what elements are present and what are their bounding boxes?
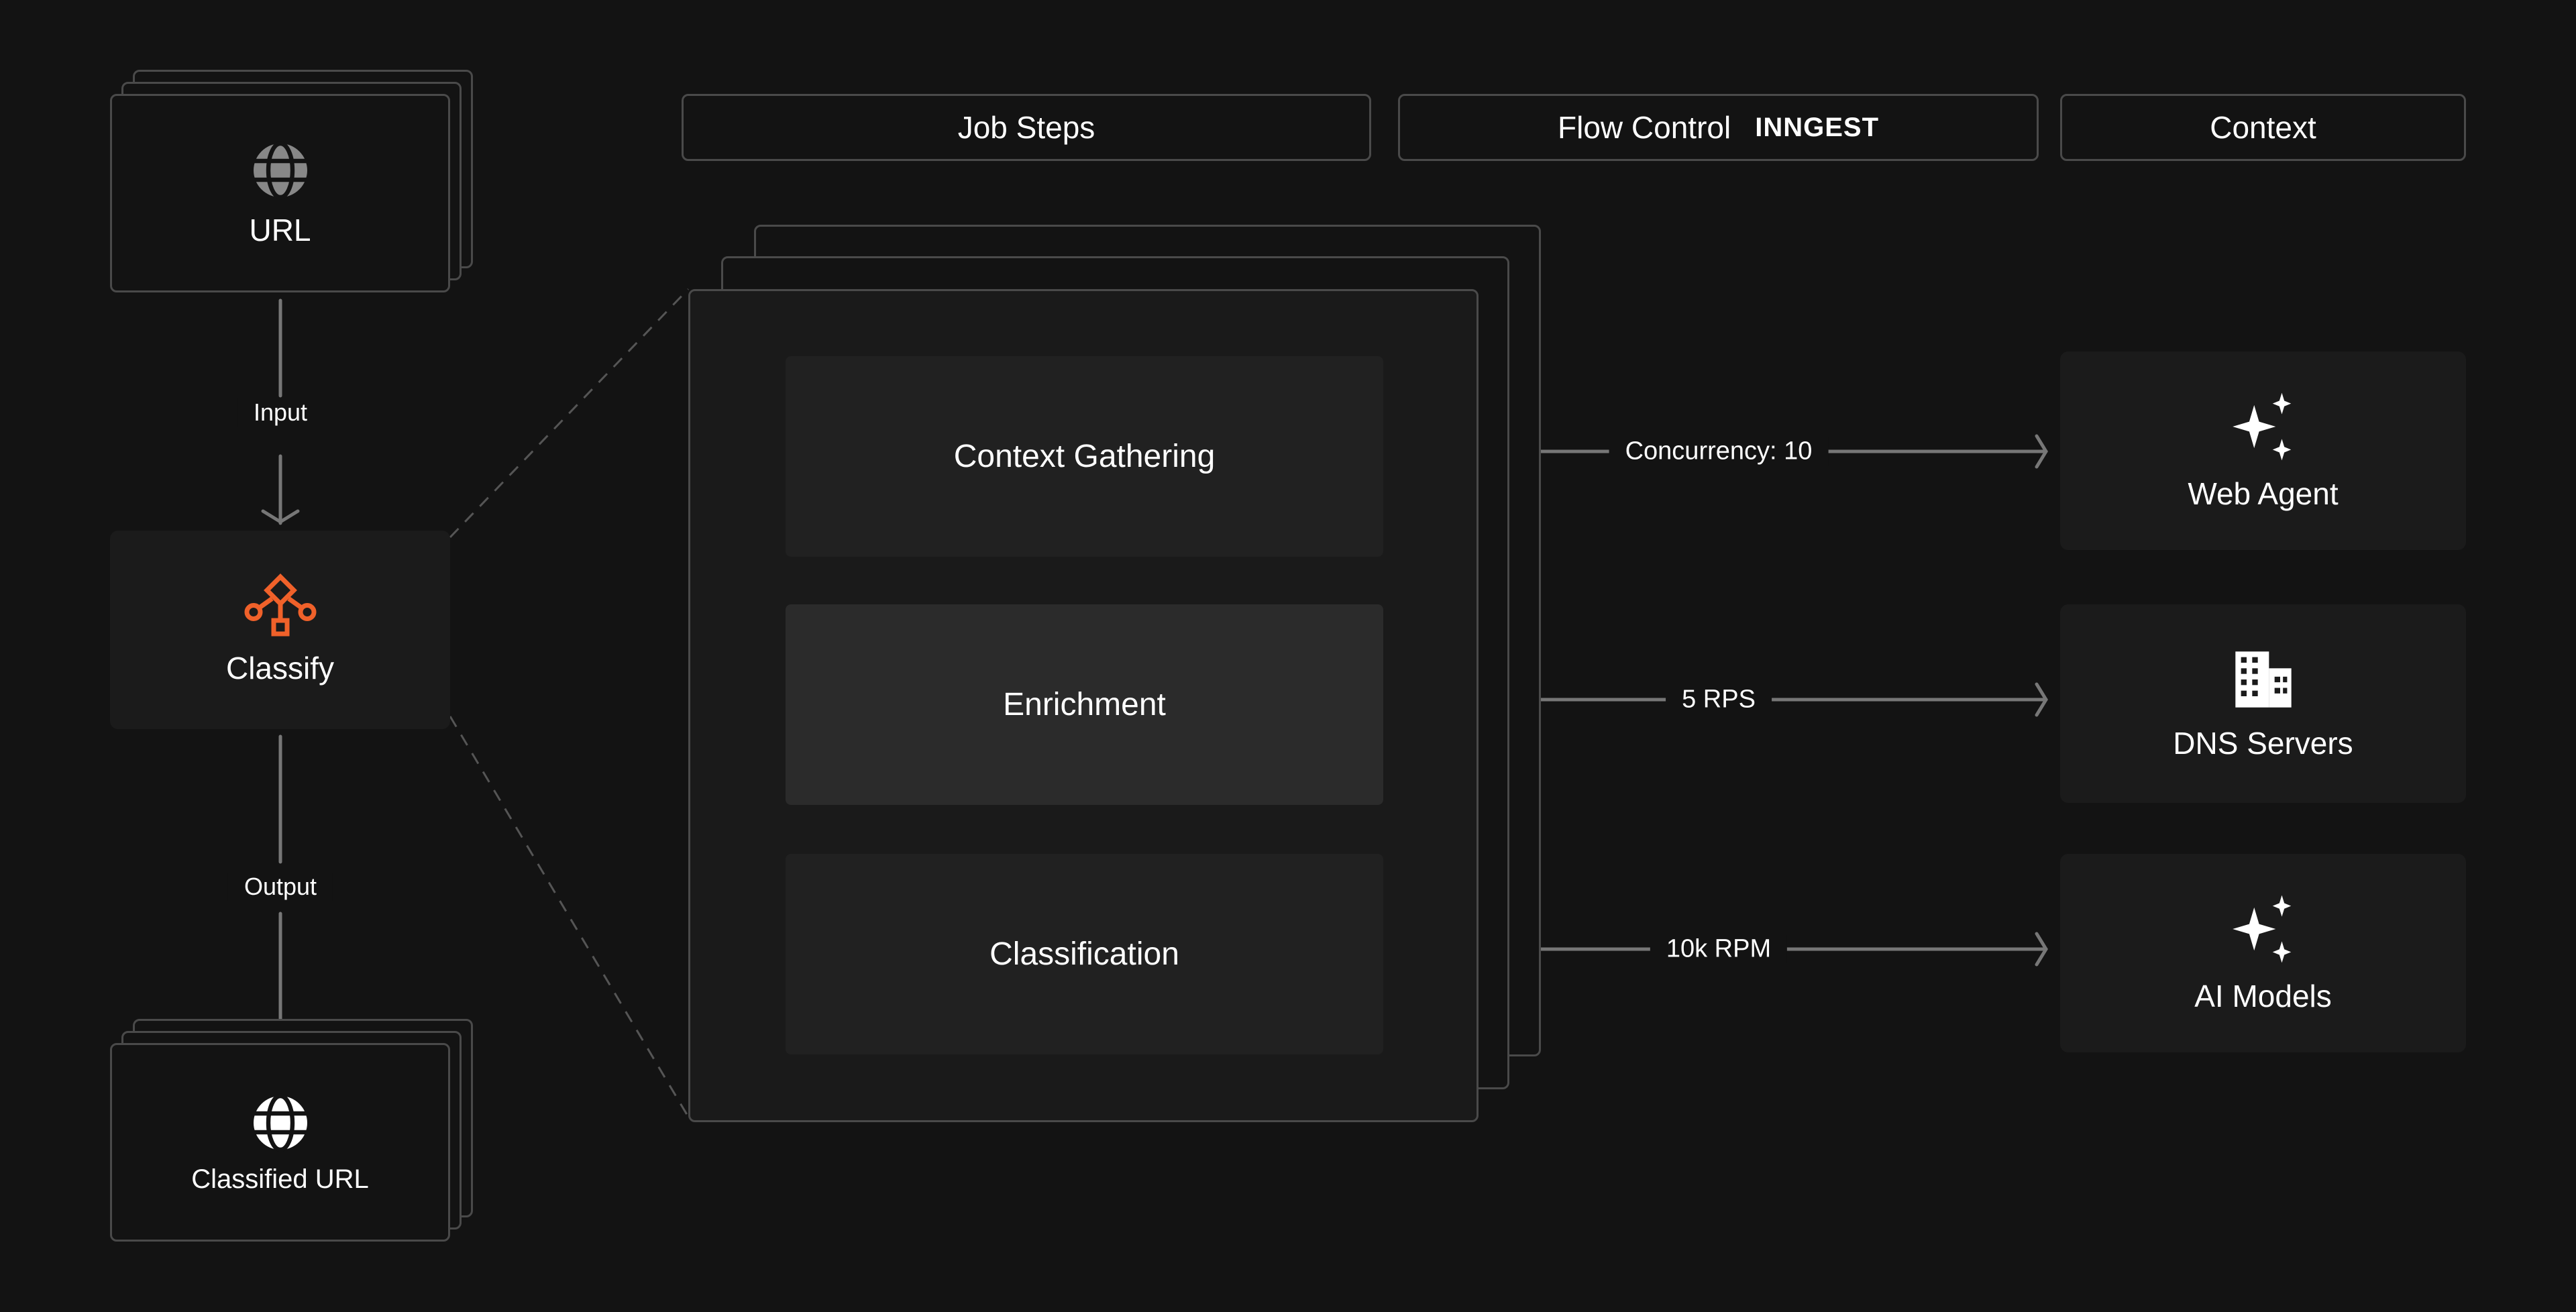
- step-enrichment[interactable]: Enrichment: [786, 604, 1383, 805]
- step-label: Classification: [989, 936, 1179, 972]
- zoom-dash-top: [449, 288, 690, 539]
- context-title: Context: [2210, 110, 2316, 145]
- context-ai-models[interactable]: AI Models: [2060, 854, 2466, 1052]
- url-label: URL: [249, 213, 311, 248]
- context-dns-servers[interactable]: DNS Servers: [2060, 604, 2466, 803]
- classify-label: Classify: [225, 651, 335, 686]
- job-steps-title: Job Steps: [957, 110, 1095, 145]
- step-label: Enrichment: [1003, 687, 1166, 722]
- output-edge-label: Output: [227, 873, 333, 901]
- workflow-icon: [244, 573, 316, 637]
- flow-label-concurrency: Concurrency: 10: [1609, 437, 1829, 466]
- sparkles-icon: [2232, 895, 2291, 963]
- header-context: Context: [2060, 94, 2466, 161]
- globe-icon: [253, 141, 307, 200]
- zoom-dash-bottom: [449, 716, 690, 1117]
- classified-url-node: Classified URL: [110, 1043, 450, 1242]
- step-classification[interactable]: Classification: [786, 854, 1383, 1054]
- input-arrowhead: [261, 509, 300, 524]
- step-label: Context Gathering: [953, 439, 1216, 474]
- step-context-gathering[interactable]: Context Gathering: [786, 356, 1383, 557]
- header-job-steps: Job Steps: [682, 94, 1371, 161]
- ai-models-label: AI Models: [2194, 979, 2332, 1014]
- sparkles-icon: [2232, 392, 2291, 461]
- input-edge-label: Input: [237, 398, 324, 427]
- web-agent-label: Web Agent: [2188, 476, 2339, 511]
- building-icon: [2235, 651, 2292, 708]
- dns-servers-label: DNS Servers: [2173, 726, 2353, 761]
- flow-label-rpm: 10k RPM: [1650, 934, 1788, 964]
- flow-control-title: Flow Control: [1558, 110, 1731, 145]
- header-flow-control: Flow Control INNGEST: [1398, 94, 2039, 161]
- url-node: URL: [110, 94, 450, 292]
- classify-node[interactable]: Classify: [110, 531, 450, 729]
- inngest-logo: INNGEST: [1755, 112, 1879, 142]
- flow-label-rps: 5 RPS: [1666, 685, 1772, 714]
- classified-url-label: Classified URL: [191, 1164, 369, 1194]
- context-web-agent[interactable]: Web Agent: [2060, 351, 2466, 550]
- globe-icon: [253, 1093, 307, 1152]
